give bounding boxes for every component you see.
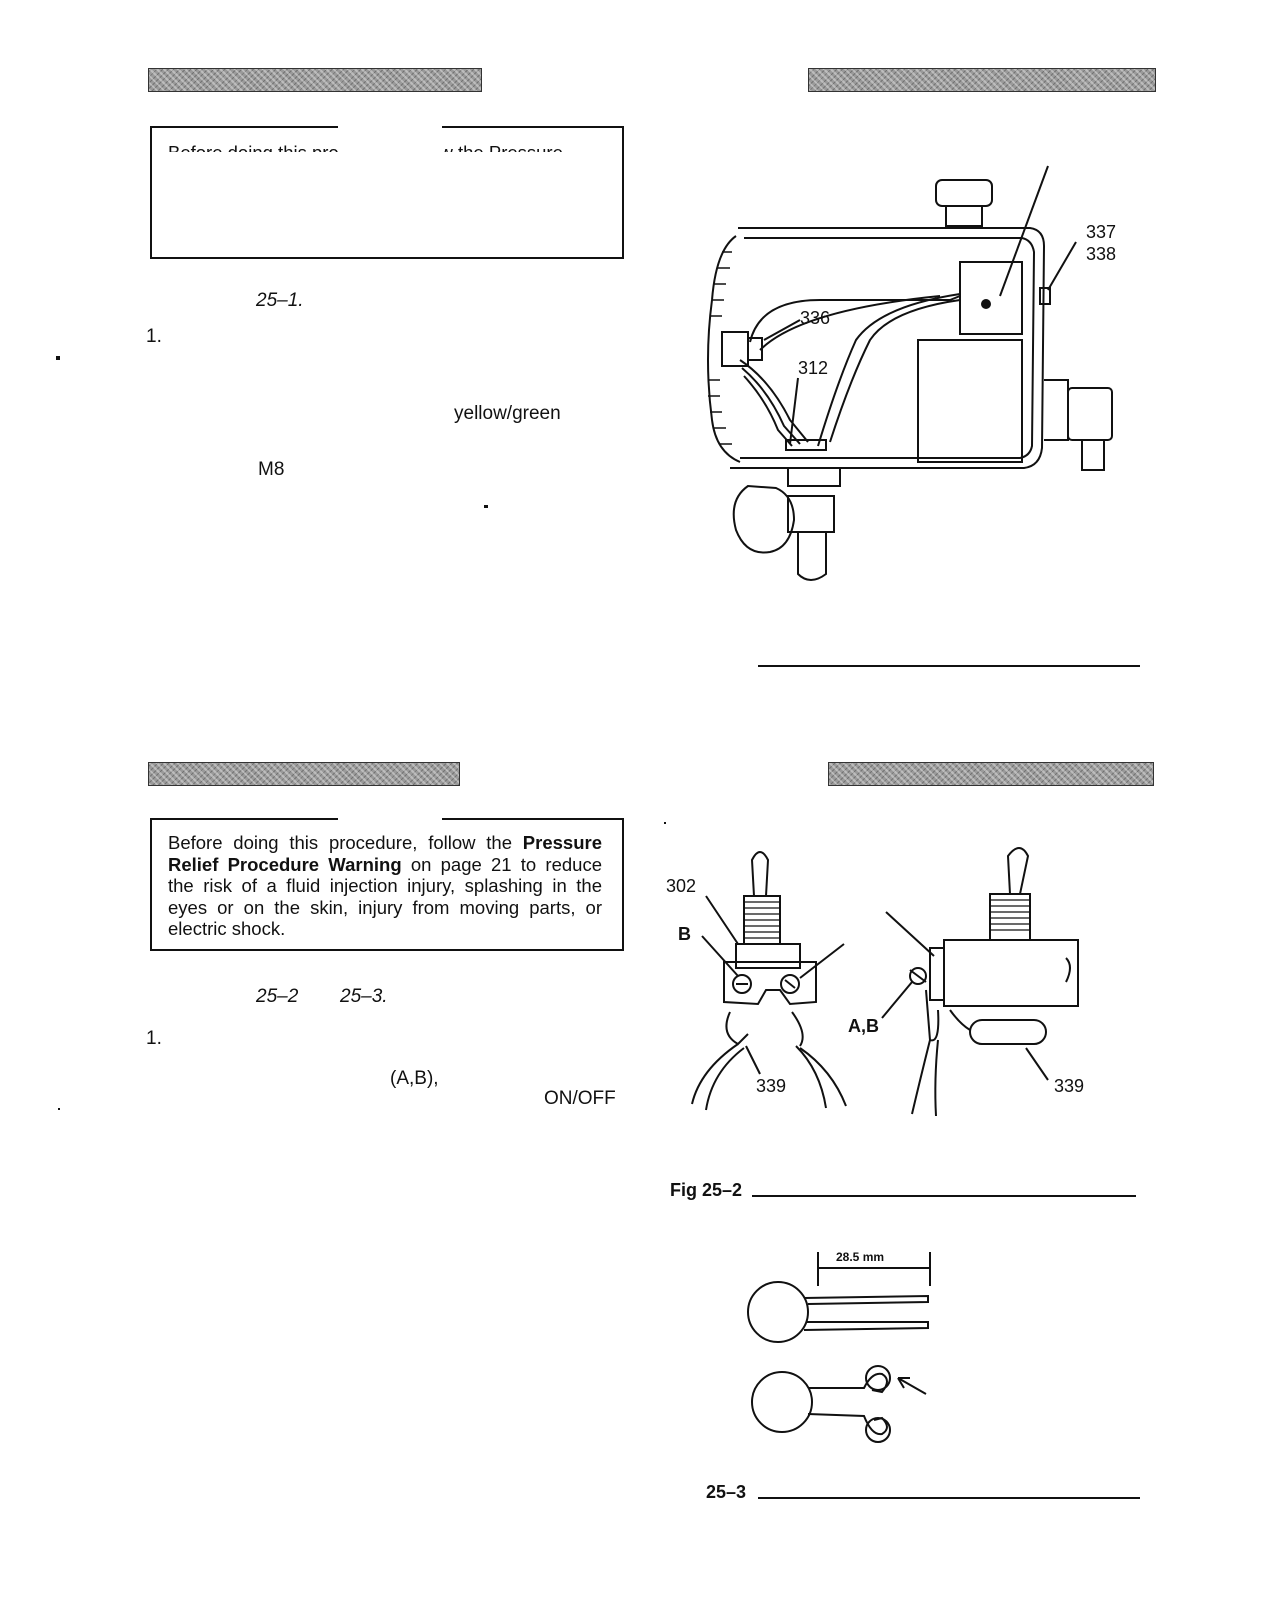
switch-text: ON/OFF — [544, 1088, 616, 1109]
terminals-text: (A,B), — [390, 1068, 439, 1089]
figure-ref-25-3: 25–3. — [340, 986, 388, 1007]
figure-caption-25-3: 25–3 — [706, 1482, 747, 1502]
callout-336: 336 — [800, 308, 831, 328]
step-number-1-top: 1. — [146, 326, 162, 347]
warning-box-top: Before doing this procedure, follow the … — [150, 124, 624, 259]
section-header-band-bottom-left — [148, 762, 460, 786]
callout-a-b: A,B — [848, 1016, 879, 1036]
callout-b: B — [678, 924, 691, 944]
callout-339-left: 339 — [756, 1076, 787, 1096]
scan-dot-1 — [56, 356, 60, 360]
callout-339-right: 339 — [1054, 1076, 1085, 1096]
warning-text: Before doing this procedure, follow the … — [168, 832, 602, 939]
section-header-band-top-right — [808, 68, 1156, 92]
figure-ref-25-2: 25–2 — [256, 986, 299, 1007]
figure-caption-25-2: Fig 25–2 — [670, 1180, 743, 1200]
step-number-1-bottom: 1. — [146, 1028, 162, 1049]
scan-dot-2 — [484, 505, 488, 508]
callout-338: 338 — [1086, 244, 1117, 264]
scan-dot-3 — [58, 1108, 60, 1110]
figure-ref-25-1: 25–1. — [256, 290, 304, 311]
wire-color-text: yellow/green — [454, 403, 561, 424]
scan-dot-4 — [664, 822, 666, 824]
figure-25-1-pump-diagram — [707, 165, 1140, 667]
section-header-band-top-left — [148, 68, 482, 92]
callout-337: 337 — [1086, 222, 1117, 242]
dimension-label: 28.5 mm — [836, 1250, 885, 1264]
callout-302: 302 — [666, 876, 697, 896]
warning-box-bottom: Before doing this procedure, follow the … — [150, 816, 624, 951]
callout-312: 312 — [798, 358, 829, 378]
screw-size-text: M8 — [258, 459, 285, 480]
section-header-band-bottom-right — [828, 762, 1154, 786]
